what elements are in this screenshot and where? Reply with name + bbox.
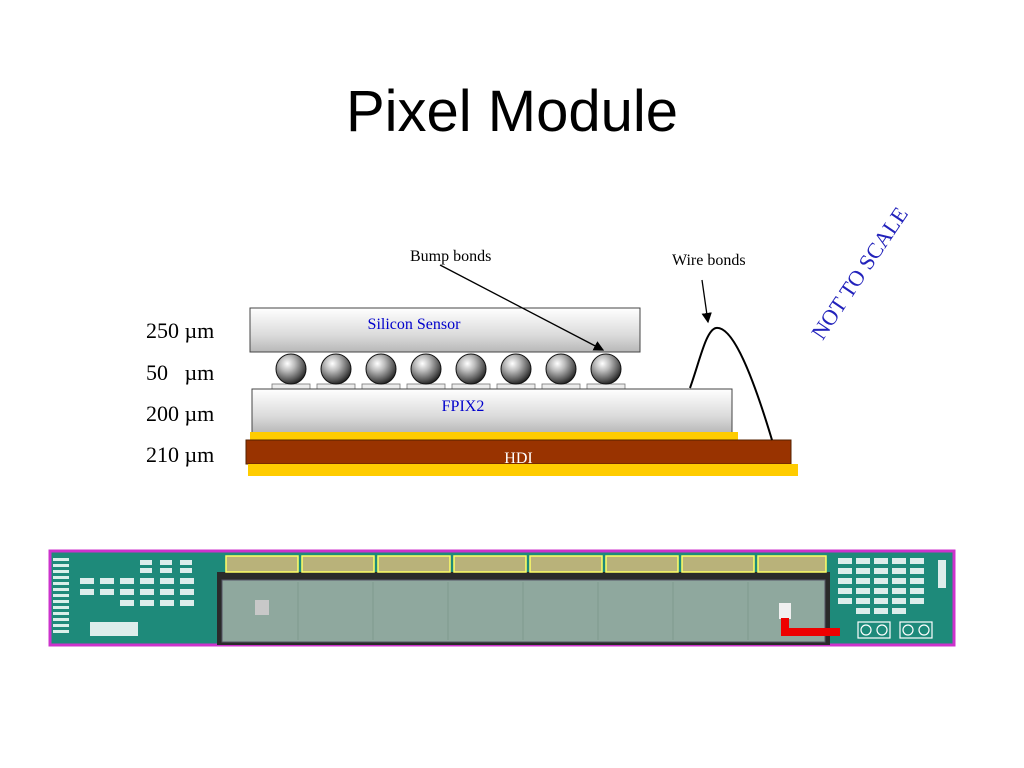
left-component-pads: [80, 560, 194, 636]
bump-bond-ball: [500, 353, 532, 385]
right-component-pads: [838, 558, 946, 614]
page-title: Pixel Module: [345, 79, 679, 144]
module-photo: [48, 549, 956, 647]
wire-bonds-arrow: [701, 279, 712, 324]
left-connector-pads: [53, 558, 69, 633]
hdi-label: HDI: [504, 450, 533, 467]
hdi-layer: [245, 439, 792, 465]
bump-bond-ball: [545, 353, 577, 385]
dimension-hdi-label: 210 µm: [146, 442, 215, 467]
fpix2-label: FPIX2: [441, 398, 485, 415]
bump-bonds-callout: Bump bonds: [410, 248, 492, 265]
dimension-bumps-label: 50 µm: [146, 360, 215, 385]
red-l-marker: [781, 618, 840, 636]
bump-bonds-arrow: [439, 264, 605, 351]
bump-bond-balls: [275, 353, 622, 385]
bump-bond-ball: [590, 353, 622, 385]
bump-bond-ball: [320, 353, 352, 385]
silicon-sensor-layer: [249, 307, 641, 353]
wire-bonds-callout: Wire bonds: [672, 252, 746, 269]
fpix2-chip-layer: [251, 388, 733, 434]
dimension-fpix-label: 200 µm: [146, 401, 215, 426]
wire-bond: [689, 326, 773, 441]
module-sensor-dividers: [297, 582, 749, 640]
silicon-sensor-label: Silicon Sensor: [367, 316, 461, 333]
gold-layer-bottom: [248, 464, 798, 476]
gold-layer-top: [250, 432, 738, 440]
right-test-points: [857, 621, 933, 639]
bump-bond-ball: [365, 353, 397, 385]
dimension-sensor-label: 250 µm: [146, 318, 215, 343]
gray-marker-square: [255, 600, 269, 615]
readout-chips-row: [225, 555, 827, 573]
bump-bond-ball: [275, 353, 307, 385]
bump-bond-ball: [410, 353, 442, 385]
bump-bond-ball: [455, 353, 487, 385]
white-marker-square: [779, 603, 791, 619]
